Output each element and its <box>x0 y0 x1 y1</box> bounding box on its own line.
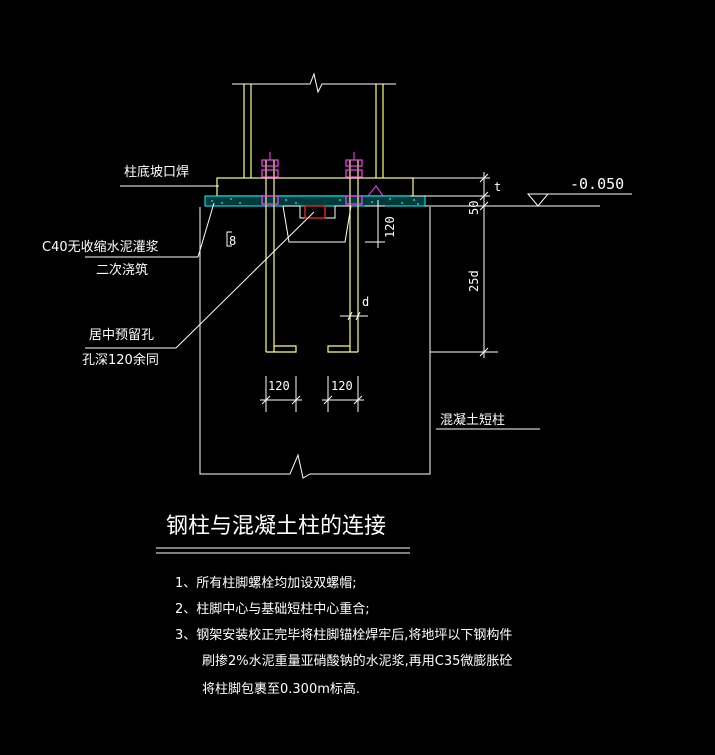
label-grout-2: 二次浇筑 <box>96 262 148 278</box>
note-3: 3、钢架安装校正完毕将柱脚锚栓焊牢后,将地坪以下钢构件 <box>175 627 512 643</box>
label-elevation: -0.050 <box>570 175 624 193</box>
note-3-cont-2: 将柱脚包裹至0.300m标高. <box>202 681 360 697</box>
note-1: 1、所有柱脚螺栓均加设双螺帽; <box>175 575 357 591</box>
concrete-column <box>199 207 431 479</box>
dimension-right <box>410 172 600 358</box>
label-hole-2: 孔深120余同 <box>82 352 159 368</box>
dimension-hook-left <box>260 376 302 412</box>
dim-120-right: 120 <box>331 379 353 393</box>
label-hole-1: 居中预留孔 <box>89 328 154 343</box>
elevation-marker <box>526 193 632 207</box>
anchor-bolt-left <box>265 160 297 353</box>
dim-120-left: 120 <box>268 379 290 393</box>
dim-50: 50 <box>467 201 481 215</box>
dimension-bolt-diameter <box>340 311 368 321</box>
grout-layer <box>204 195 426 207</box>
dim-d: d <box>362 295 369 309</box>
leader-lines <box>85 185 540 430</box>
weld-size-symbol <box>226 231 232 247</box>
shear-key <box>282 205 352 243</box>
dimension-hook-right <box>322 376 364 412</box>
note-2: 2、柱脚中心与基础短柱中心重合; <box>175 601 370 617</box>
note-3-cont-1: 刷掺2%水泥重量亚硝酸钠的水泥浆,再用C35微膨胀砼 <box>202 653 512 669</box>
dim-120-vertical: 120 <box>383 216 397 238</box>
dim-25d: 25d <box>467 270 481 292</box>
anchor-bolt-right <box>327 160 359 353</box>
weld-mark <box>367 185 384 197</box>
column-break-line <box>232 72 396 94</box>
reserved-hole <box>304 205 326 219</box>
steel-column <box>243 84 384 178</box>
bolt-rods <box>269 152 355 160</box>
dim-8: 8 <box>229 234 236 248</box>
label-weld: 柱底坡口焊 <box>124 164 189 180</box>
dimension-hole-depth <box>365 200 385 248</box>
label-grout-1: C40无收缩水泥灌浆 <box>42 239 159 255</box>
base-plate <box>216 177 414 197</box>
drawing-title: 钢柱与混凝土柱的连接 <box>166 514 386 539</box>
dim-t: t <box>494 180 501 194</box>
label-concrete-column: 混凝土短柱 <box>440 412 505 428</box>
